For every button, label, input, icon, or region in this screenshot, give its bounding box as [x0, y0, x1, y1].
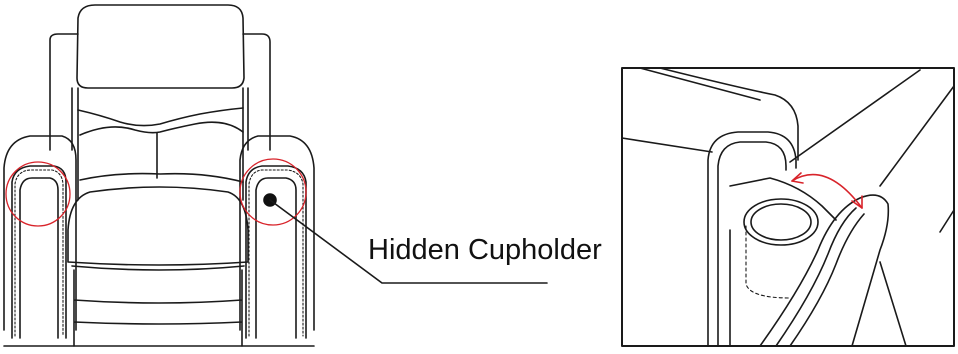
cupholder-inner-rim [750, 203, 812, 241]
closeup-backrest-line [659, 67, 799, 161]
recliner-chair-front-view [3, 4, 315, 347]
closeup-armrest-top [729, 177, 837, 221]
closeup-backrest-fold [639, 67, 761, 101]
callout-leader-line [269, 199, 548, 284]
chair-backrest-outer [49, 33, 271, 151]
left-armrest-highlight [5, 161, 71, 227]
closeup-seat-line [621, 137, 713, 153]
closeup-panel-bottom [729, 229, 907, 347]
cupholder-closeup-view [621, 67, 955, 347]
chair-left-arm-stitch [14, 169, 64, 337]
chair-back-cushion [77, 87, 244, 201]
rotation-arrow-icon [791, 172, 863, 209]
closeup-armrest-inner [717, 141, 787, 347]
callout-label: Hidden Cupholder [368, 234, 602, 266]
closeup-lid-inner [775, 207, 857, 347]
chair-right-arm-panel [245, 165, 307, 339]
closeup-lid-outer [759, 194, 890, 347]
chair-left-arm-front [19, 177, 59, 339]
closeup-lid-edge [789, 213, 865, 347]
chair-seat-edge [71, 265, 245, 271]
closeup-side-panel [789, 69, 955, 233]
chair-right-arm-front [255, 177, 297, 339]
chair-backrest-inner [71, 87, 249, 151]
chair-seat-cushion [67, 186, 249, 266]
chair-headrest [76, 4, 245, 89]
closeup-armrest-outer [707, 131, 797, 347]
chair-footrest [73, 269, 243, 347]
chair-left-arm-outer [3, 135, 77, 331]
cupholder-hidden-body [745, 225, 791, 299]
chair-back-seam-upper [77, 107, 244, 127]
chair-right-arm-outer [239, 135, 315, 331]
cupholder-rim [743, 198, 819, 246]
chair-right-arm-stitch [248, 169, 304, 337]
chair-back-seam-lower [79, 121, 244, 136]
chair-back-bottom [79, 172, 244, 183]
right-armrest-highlight [239, 158, 307, 226]
